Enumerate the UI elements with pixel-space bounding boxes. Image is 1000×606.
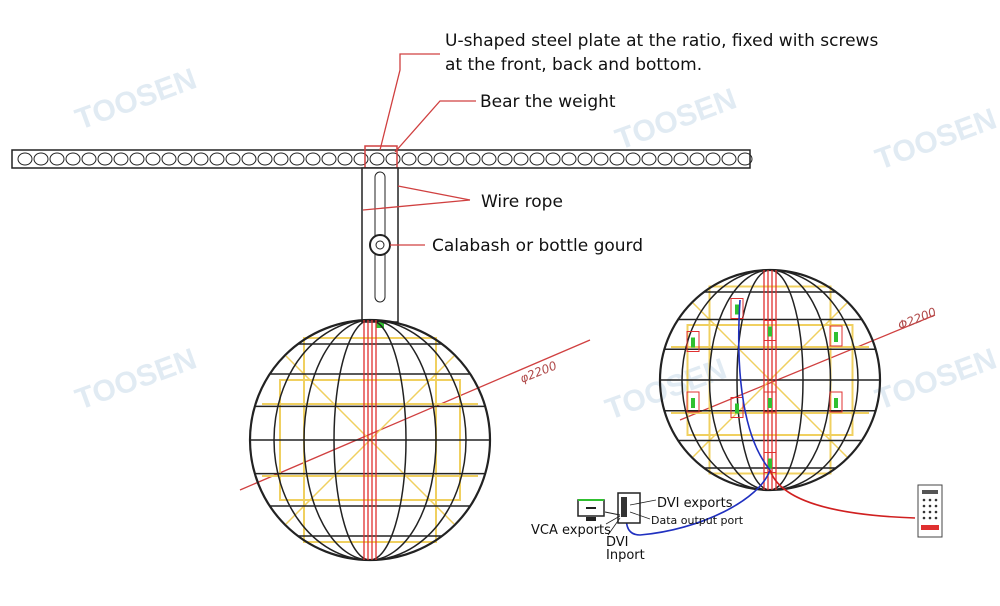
monitor-icon xyxy=(577,499,605,521)
label-wire-rope: Wire rope xyxy=(481,192,563,212)
watermark: TOOSEN xyxy=(71,62,201,136)
remote-controller-icon xyxy=(917,484,943,538)
hanger xyxy=(361,167,399,328)
calabash-icon xyxy=(369,234,391,256)
wiring xyxy=(625,299,916,536)
watermark: TOOSEN xyxy=(871,342,1000,416)
label-u-plate: U-shaped steel plate at the ratio, fixed… xyxy=(445,31,878,51)
sphere-frame-right xyxy=(658,268,882,492)
watermark: TOOSEN xyxy=(871,102,1000,176)
sphere-frame-left xyxy=(248,318,492,562)
label-data-output-port: Data output port xyxy=(651,514,744,527)
label-diameter-right: Φ2200 xyxy=(896,305,939,333)
computer-tower-icon xyxy=(604,492,641,524)
label-bear-weight: Bear the weight xyxy=(480,92,616,112)
watermark: TOOSEN xyxy=(71,342,201,416)
label-vca-exports: VCA exports xyxy=(531,523,611,538)
label-dvi-inport-2: Inport xyxy=(606,548,645,563)
label-dvi-inport: DVI xyxy=(606,535,629,550)
port-leaders xyxy=(605,499,657,536)
truss-beam xyxy=(11,149,753,169)
label-dvi-exports: DVI exports xyxy=(657,496,733,511)
label-calabash: Calabash or bottle gourd xyxy=(432,236,643,256)
label-u-plate-2: at the front, back and bottom. xyxy=(445,55,702,75)
leader-lines xyxy=(239,53,936,491)
watermark: TOOSEN xyxy=(611,82,741,156)
